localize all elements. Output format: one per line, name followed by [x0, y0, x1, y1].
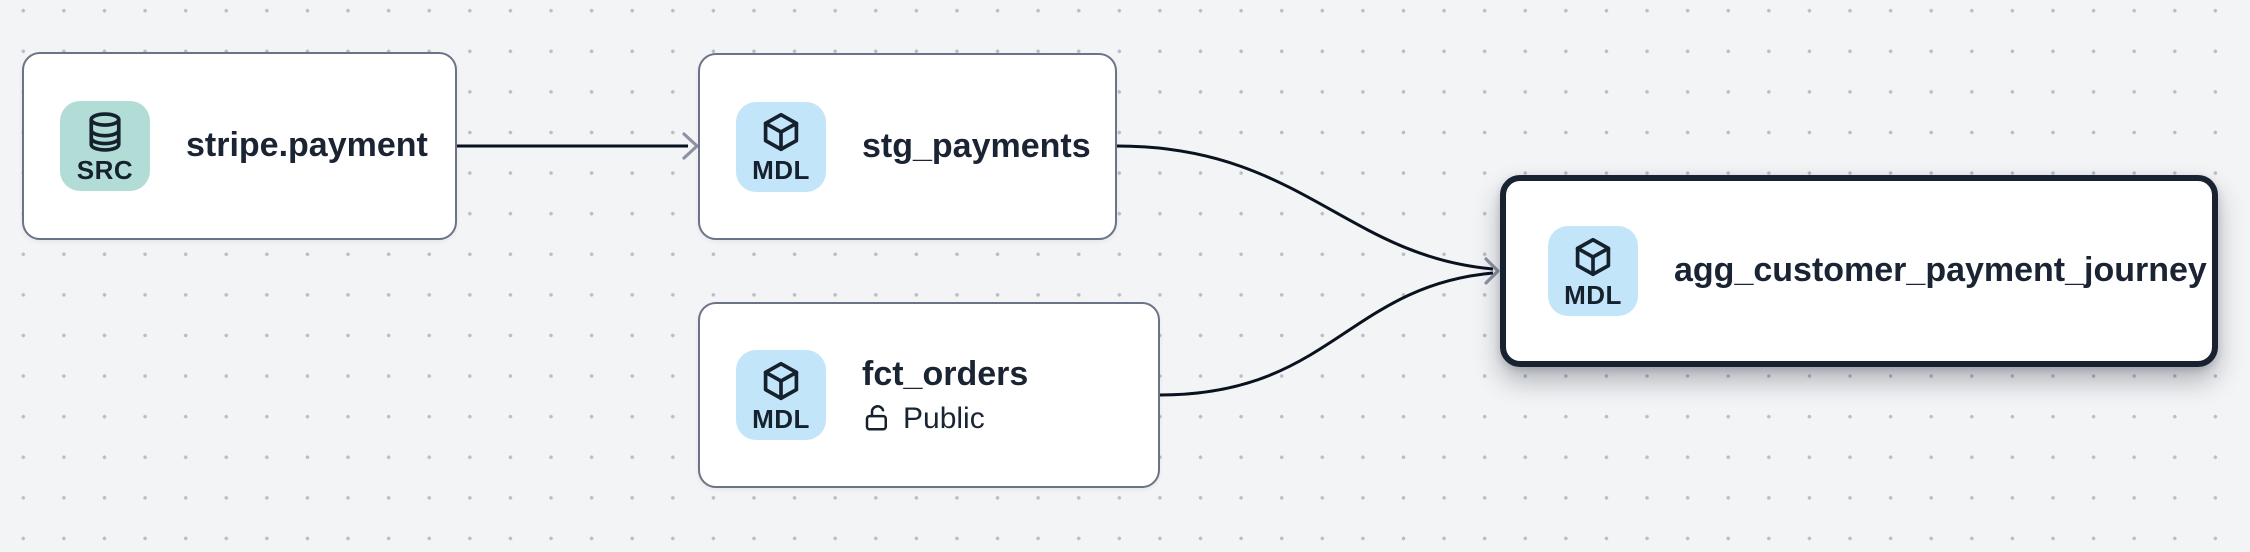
node-fct-orders[interactable]: MDL fct_orders Public — [698, 302, 1160, 488]
database-icon — [89, 111, 121, 152]
badge-label-src: SRC — [76, 154, 134, 185]
model-badge: MDL — [736, 350, 826, 440]
model-badge: MDL — [1548, 226, 1638, 316]
node-title: agg_customer_payment_journey — [1674, 251, 2207, 290]
node-stripe-payment[interactable]: SRC stripe.payment — [22, 52, 457, 240]
node-title: stg_payments — [862, 126, 1091, 165]
visibility-row: Public — [862, 402, 1028, 435]
model-badge: MDL — [736, 101, 826, 192]
cube-icon — [1575, 237, 1611, 276]
unlock-icon — [865, 405, 887, 431]
cube-icon — [763, 361, 799, 400]
badge-label-mdl: MDL — [752, 155, 810, 185]
arrowhead-stg-input — [682, 132, 699, 160]
node-agg-customer-payment-journey[interactable]: MDL agg_customer_payment_journey — [1500, 175, 2218, 367]
node-title: fct_orders — [862, 355, 1029, 394]
node-stg-payments[interactable]: MDL stg_payments — [698, 53, 1117, 240]
badge-label-mdl: MDL — [752, 403, 810, 434]
cube-icon — [763, 112, 799, 152]
edge-fct-to-agg — [1159, 271, 1494, 397]
arrowhead-agg-input — [1484, 257, 1500, 285]
source-badge: SRC — [60, 101, 150, 191]
edge-stg-to-agg — [1116, 144, 1494, 271]
node-title: stripe.payment — [186, 126, 428, 165]
badge-label-mdl: MDL — [1564, 279, 1622, 310]
visibility-label: Public — [903, 401, 985, 435]
